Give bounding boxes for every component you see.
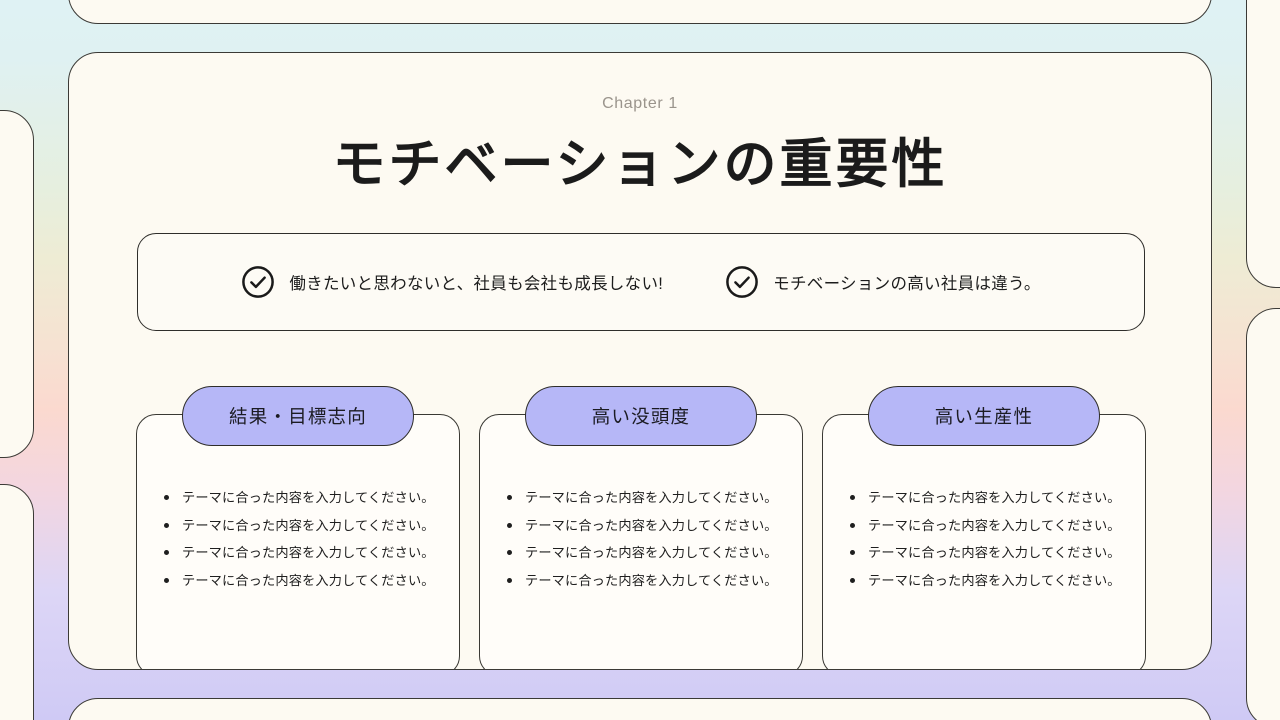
feature-column: 高い没頭度 テーマに合った内容を入力してください。 テーマに合った内容を入力して… — [479, 386, 803, 669]
chapter-label: Chapter 1 — [602, 95, 678, 112]
list-item[interactable]: テーマに合った内容を入力してください。 — [505, 546, 789, 560]
adjacent-slide-card-left-lower[interactable] — [0, 484, 34, 720]
feature-column-title: 高い生産性 — [934, 406, 1034, 427]
list-item[interactable]: テーマに合った内容を入力してください。 — [505, 574, 789, 587]
feature-bullet-list: テーマに合った内容を入力してください。 テーマに合った内容を入力してください。 … — [505, 491, 789, 587]
feature-column-body — [479, 414, 803, 669]
list-item[interactable]: テーマに合った内容を入力してください。 — [162, 519, 446, 532]
list-item[interactable]: テーマに合った内容を入力してください。 — [505, 519, 789, 532]
list-item[interactable]: テーマに合った内容を入力してください。 — [848, 546, 1132, 560]
list-item[interactable]: テーマに合った内容を入力してください。 — [162, 491, 446, 504]
highlight-item-2: モチベーションの高い社員は違う。 — [725, 265, 1040, 299]
adjacent-slide-card-left[interactable] — [0, 110, 34, 458]
feature-column-pill[interactable]: 高い没頭度 — [525, 386, 757, 446]
list-item[interactable]: テーマに合った内容を入力してください。 — [848, 519, 1132, 532]
feature-column-title: 高い没頭度 — [591, 406, 691, 427]
feature-column-pill[interactable]: 結果・目標志向 — [182, 386, 414, 446]
main-slide-card[interactable]: Chapter 1 モチベーションの重要性 働きたいと思わないと、社員も会社も成… — [68, 52, 1212, 670]
feature-column: 結果・目標志向 テーマに合った内容を入力してください。 テーマに合った内容を入力… — [136, 386, 460, 669]
adjacent-slide-card-right-lower[interactable] — [1246, 308, 1280, 720]
feature-column-title: 結果・目標志向 — [229, 406, 367, 427]
adjacent-slide-card-right[interactable] — [1246, 0, 1280, 288]
list-item[interactable]: テーマに合った内容を入力してください。 — [162, 546, 446, 560]
check-circle-icon — [242, 266, 275, 298]
feature-column-pill[interactable]: 高い生産性 — [868, 386, 1100, 446]
highlight-text: モチベーションの高い社員は違う。 — [773, 275, 1041, 293]
check-circle-icon — [726, 266, 759, 298]
list-item[interactable]: テーマに合った内容を入力してください。 — [848, 491, 1132, 504]
highlight-bar: 働きたいと思わないと、社員も会社も成長しない! モチベーションの高い社員は違う。 — [137, 233, 1145, 331]
feature-column: 高い生産性 テーマに合った内容を入力してください。 テーマに合った内容を入力して… — [822, 386, 1146, 669]
page-title: モチベーションの重要性 — [332, 135, 948, 194]
feature-bullet-list: テーマに合った内容を入力してください。 テーマに合った内容を入力してください。 … — [848, 491, 1132, 587]
list-item[interactable]: テーマに合った内容を入力してください。 — [848, 574, 1132, 587]
highlight-item-1: 働きたいと思わないと、社員も会社も成長しない! — [241, 265, 663, 299]
feature-columns: 結果・目標志向 テーマに合った内容を入力してください。 テーマに合った内容を入力… — [136, 386, 1146, 669]
feature-bullet-list: テーマに合った内容を入力してください。 テーマに合った内容を入力してください。 … — [162, 491, 446, 587]
adjacent-slide-card-below[interactable] — [68, 698, 1212, 720]
highlight-text: 働きたいと思わないと、社員も会社も成長しない! — [289, 275, 664, 293]
list-item[interactable]: テーマに合った内容を入力してください。 — [162, 574, 446, 587]
feature-column-body — [136, 414, 460, 669]
adjacent-slide-card-above[interactable] — [68, 0, 1212, 24]
list-item[interactable]: テーマに合った内容を入力してください。 — [505, 491, 789, 504]
